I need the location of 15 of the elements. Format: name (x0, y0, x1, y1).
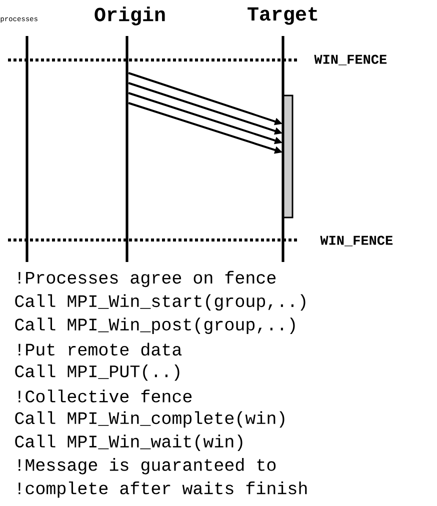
code-line: !Message is guaranteed to (18, 458, 276, 474)
code-line: Call MPI_Win_post(group,..) (15, 318, 295, 334)
activation-bar (282, 94, 294, 218)
code-line: Call MPI_Win_wait(win) (15, 434, 242, 451)
code-line: Call MPI_Win_start(group,..) (15, 294, 306, 311)
fence-label: WIN_FENCE (320, 236, 393, 246)
lifeline-header: Target (248, 7, 318, 25)
lifeline-header: Origin (94, 6, 165, 26)
code-line: Call MPI_Win_complete(win) (15, 411, 284, 428)
fence-label: WIN_FENCE (314, 54, 387, 66)
code-line: !complete after waits finish (18, 481, 307, 498)
code-line: !Collective fence (18, 390, 192, 402)
code-line: !Processes agree on fence (18, 270, 276, 288)
code-line: !Put remote data (18, 342, 182, 356)
code-line: Call MPI_PUT(..) (15, 364, 180, 381)
